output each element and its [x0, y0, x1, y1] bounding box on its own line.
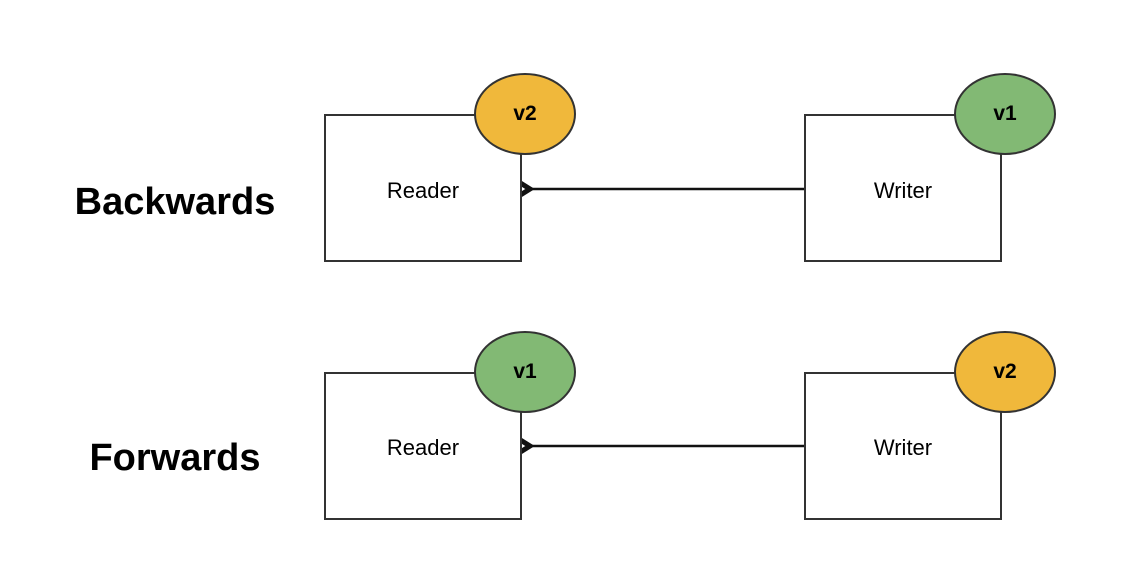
writer-label: Writer	[873, 178, 933, 203]
row-label-backwards: Backwards	[74, 181, 276, 223]
version-badge-reader-backwards: v2	[474, 73, 576, 155]
version-badge-writer-forwards: v2	[954, 331, 1056, 413]
reader-label: Reader	[386, 178, 460, 203]
writer-label: Writer	[873, 435, 933, 460]
row-label-forwards: Forwards	[89, 437, 261, 479]
version-badge-writer-backwards: v1	[954, 73, 1056, 155]
version-badge-reader-forwards: v1	[474, 331, 576, 413]
reader-label: Reader	[386, 435, 460, 460]
